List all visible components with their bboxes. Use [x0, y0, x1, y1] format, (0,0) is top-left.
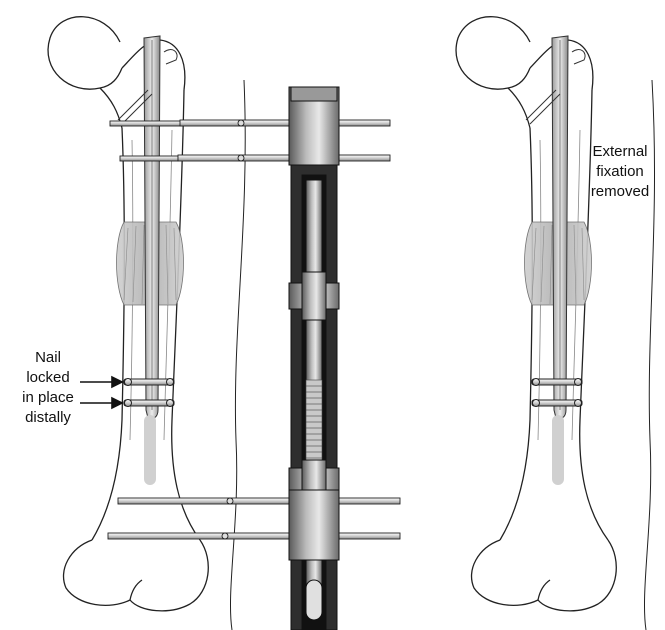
- fixator-threaded-section: [306, 380, 322, 470]
- nail-locked-label: Nail locked in place distally: [20, 348, 76, 428]
- right-femur: [456, 17, 616, 611]
- left-femoral-head: [48, 17, 122, 89]
- nail-locked-line-2: locked: [20, 368, 76, 388]
- arrow-right-icon: [80, 377, 122, 387]
- external-fixator: [289, 87, 339, 630]
- nail-locked-line-3: in place: [20, 388, 76, 408]
- left-femur: [48, 17, 208, 611]
- right-femur-condyles: [472, 540, 617, 611]
- right-femoral-head: [456, 17, 530, 89]
- external-fixation-line-1: External: [578, 142, 662, 162]
- right-femur-neck: [508, 40, 593, 128]
- left-femur-condyles: [64, 540, 209, 611]
- fixator-bottom-clamp: [289, 490, 339, 560]
- external-fixation-line-3: removed: [578, 182, 662, 202]
- nail-locked-line-1: Nail: [20, 348, 76, 368]
- external-fixation-line-2: fixation: [578, 162, 662, 182]
- left-skin-line: [230, 80, 245, 630]
- external-fixation-label: External fixation removed: [578, 142, 662, 202]
- left-femur-neck: [100, 40, 185, 128]
- arrow-right-icon: [80, 398, 122, 408]
- nail-locked-line-4: distally: [20, 408, 76, 428]
